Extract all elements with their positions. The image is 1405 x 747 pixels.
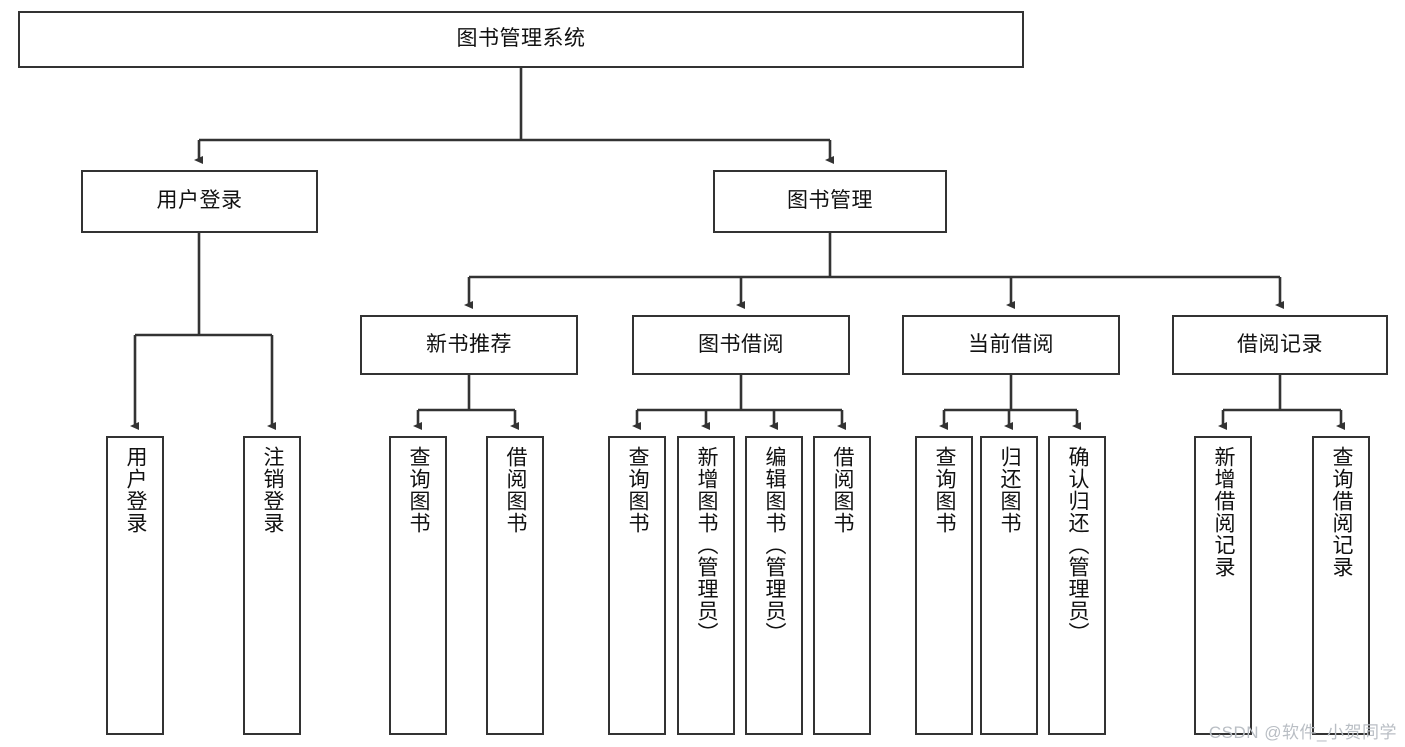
leaf-user-login-signout[interactable]: 注销登录 (243, 436, 301, 735)
leaf-borrow-query-book[interactable]: 查询图书 (608, 436, 666, 735)
leaf-current-query-book[interactable]: 查询图书 (915, 436, 973, 735)
node-label: 确认归还（管理员） (1066, 446, 1090, 644)
node-label: 查询图书 (933, 446, 957, 534)
node-label: 新增借阅记录 (1212, 446, 1236, 578)
leaf-new-book-borrow[interactable]: 借阅图书 (486, 436, 544, 735)
node-label: 图书管理 (787, 189, 873, 213)
node-label: 借阅图书 (831, 446, 855, 534)
node-label: 当前借阅 (968, 332, 1054, 356)
node-label: 注销登录 (261, 446, 285, 534)
leaf-record-query[interactable]: 查询借阅记录 (1312, 436, 1370, 735)
leaf-borrow-edit-book[interactable]: 编辑图书（管理员） (745, 436, 803, 735)
node-label: 用户登录 (124, 446, 148, 534)
leaf-current-return-book[interactable]: 归还图书 (980, 436, 1038, 735)
leaf-new-book-query[interactable]: 查询图书 (389, 436, 447, 735)
node-book-management[interactable]: 图书管理 (713, 170, 947, 233)
node-label: 图书借阅 (698, 332, 784, 356)
node-label: 借阅图书 (504, 446, 528, 534)
leaf-user-login-signin[interactable]: 用户登录 (106, 436, 164, 735)
node-label: 借阅记录 (1237, 332, 1323, 356)
node-borrow-record[interactable]: 借阅记录 (1172, 315, 1388, 375)
leaf-current-confirm-return[interactable]: 确认归还（管理员） (1048, 436, 1106, 735)
node-current-borrow[interactable]: 当前借阅 (902, 315, 1120, 375)
node-user-login[interactable]: 用户登录 (81, 170, 318, 233)
node-label: 查询借阅记录 (1330, 446, 1354, 578)
node-label: 编辑图书（管理员） (763, 446, 787, 644)
node-label: 新增图书（管理员） (695, 446, 719, 644)
leaf-borrow-add-book[interactable]: 新增图书（管理员） (677, 436, 735, 735)
node-root-system[interactable]: 图书管理系统 (18, 11, 1024, 68)
csdn-watermark: CSDN @软件_小贺同学 (1208, 723, 1397, 742)
node-label: 用户登录 (156, 189, 243, 213)
leaf-record-add[interactable]: 新增借阅记录 (1194, 436, 1252, 735)
node-label: 归还图书 (998, 446, 1022, 534)
node-new-book-recommend[interactable]: 新书推荐 (360, 315, 578, 375)
node-label: 新书推荐 (426, 332, 512, 356)
node-label: 查询图书 (626, 446, 650, 534)
node-book-borrow[interactable]: 图书借阅 (632, 315, 850, 375)
leaf-borrow-borrow-book[interactable]: 借阅图书 (813, 436, 871, 735)
node-label: 图书管理系统 (456, 27, 586, 51)
node-label: 查询图书 (407, 446, 431, 534)
